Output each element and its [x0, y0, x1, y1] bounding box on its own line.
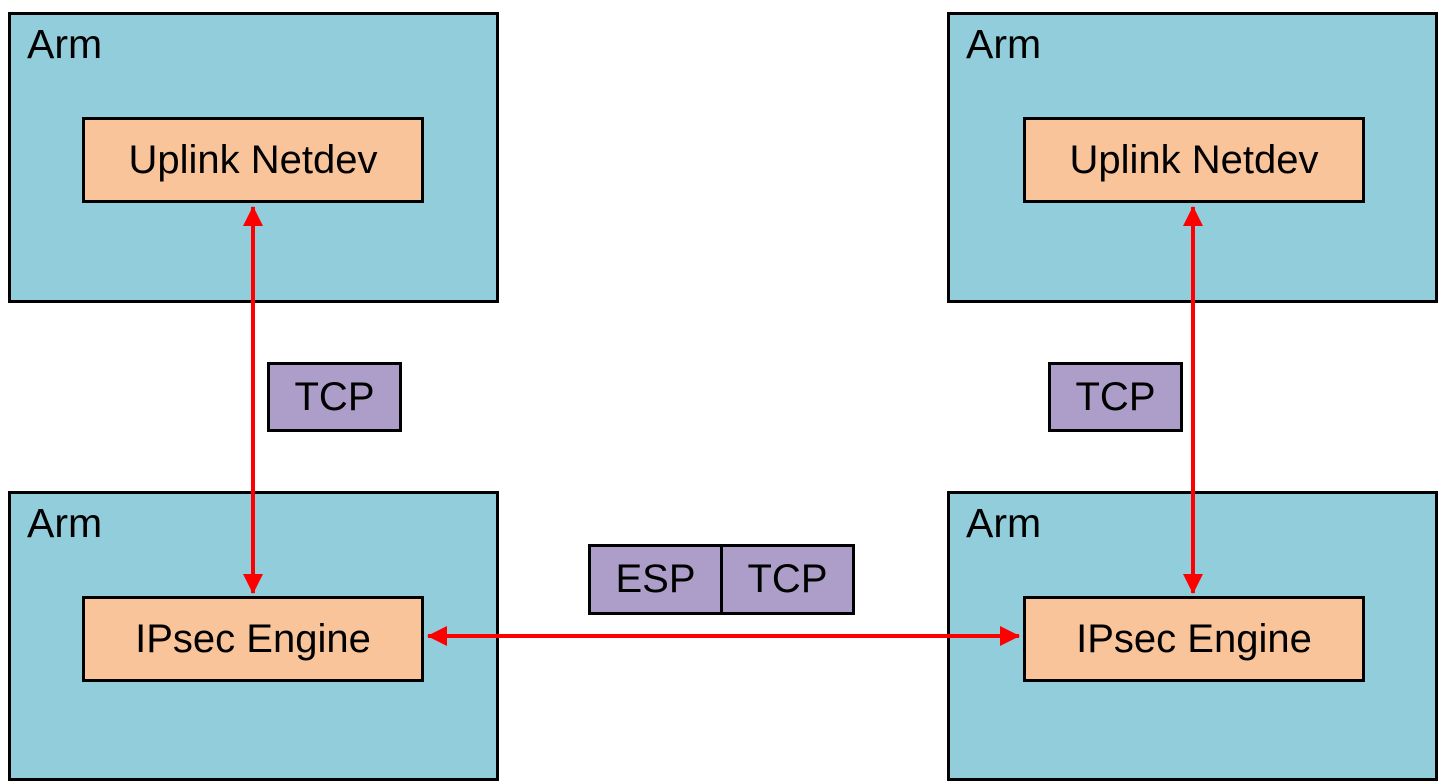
- esp-protocol-box-middle: ESP: [588, 544, 723, 615]
- arm-box-bottom-left: Arm IPsec Engine: [8, 491, 499, 781]
- uplink-netdev-box-right: Uplink Netdev: [1023, 117, 1365, 203]
- arm-label-bottom-left: Arm: [27, 500, 103, 546]
- arm-label-top-right: Arm: [966, 21, 1042, 67]
- ipsec-engine-box-left: IPsec Engine: [82, 596, 424, 682]
- tcp-protocol-box-right: TCP: [1048, 362, 1183, 432]
- uplink-netdev-box-left: Uplink Netdev: [82, 117, 424, 203]
- arm-label-bottom-right: Arm: [966, 500, 1042, 546]
- arm-box-bottom-right: Arm IPsec Engine: [947, 491, 1438, 781]
- arm-box-top-left: Arm Uplink Netdev: [8, 12, 499, 303]
- ipsec-engine-box-right: IPsec Engine: [1023, 596, 1365, 682]
- tcp-protocol-box-left: TCP: [267, 362, 402, 432]
- tcp-protocol-box-middle: TCP: [720, 544, 855, 615]
- arm-label-top-left: Arm: [27, 21, 103, 67]
- arm-box-top-right: Arm Uplink Netdev: [947, 12, 1438, 303]
- esp-tcp-protocol-group: ESP TCP: [588, 544, 855, 615]
